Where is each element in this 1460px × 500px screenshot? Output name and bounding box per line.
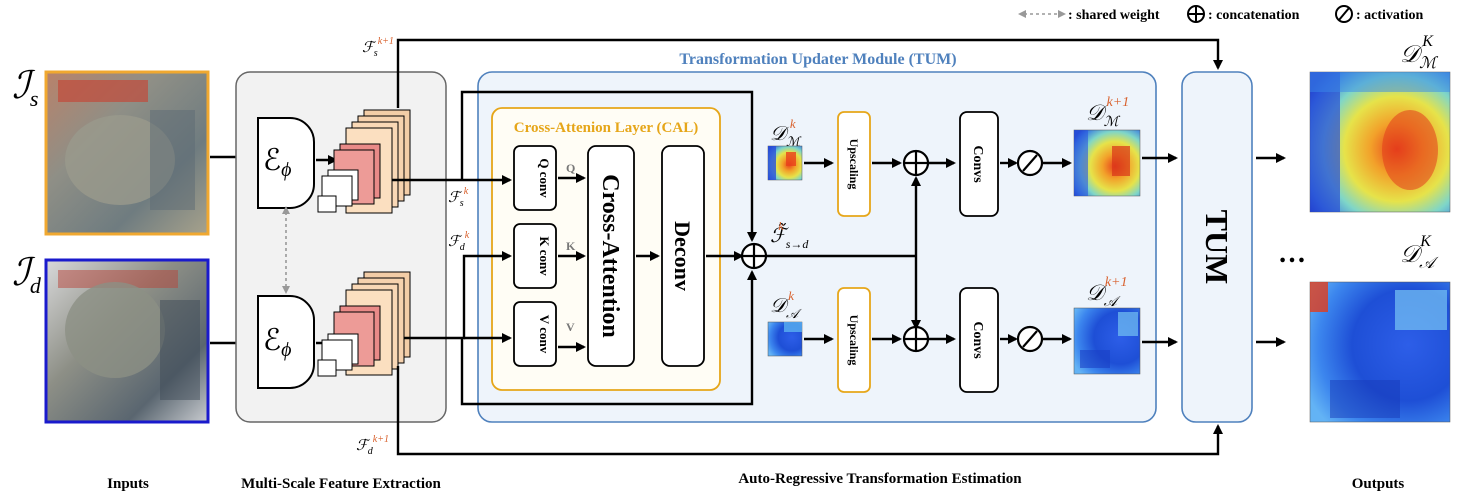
section-inputs: Inputs xyxy=(107,476,149,492)
F-d-k-label: ℱdk xyxy=(448,230,470,253)
convs-label-bottom: Convs xyxy=(970,321,985,359)
feature-pyramid-bottom xyxy=(317,271,411,377)
upscaling-box-top xyxy=(837,111,871,217)
upscaling-label-bottom: Upscaling xyxy=(847,315,861,366)
activation-top xyxy=(1016,149,1044,177)
q-conv-box xyxy=(513,145,557,211)
D-M-k1-heatmap xyxy=(1073,129,1141,197)
k-arrow-label: K xyxy=(566,239,576,253)
convs-box-bottom xyxy=(959,287,999,393)
legend-concatenation: : concatenation xyxy=(1208,8,1300,23)
I-d-symbol: ℐd xyxy=(12,252,42,298)
section-outputs: Outputs xyxy=(1352,476,1405,492)
encoder-bottom-label: ℰϕ xyxy=(263,324,292,361)
v-conv-box xyxy=(513,301,557,367)
v-conv-label: V conv xyxy=(537,315,552,354)
cal-title: Cross-Attenion Layer (CAL) xyxy=(514,120,698,136)
concat-main xyxy=(740,242,768,270)
D-A-k1-label: 𝒟𝒜k+1 xyxy=(1086,275,1127,310)
output-heatmap-A xyxy=(1309,281,1451,423)
feature-pyramid-top xyxy=(317,109,411,214)
activation-legend-icon xyxy=(1335,5,1353,23)
concat-bottom xyxy=(902,325,930,353)
deconv-box xyxy=(661,145,705,367)
tum-block xyxy=(1181,71,1253,423)
upscaling-box-bottom xyxy=(837,287,871,393)
output-heatmap-M xyxy=(1309,71,1451,213)
encoder-bottom: ℰϕ xyxy=(257,295,315,389)
encoder-top-label: ℰϕ xyxy=(263,144,292,181)
convs-label-top: Convs xyxy=(970,145,985,183)
cross-attention-label: Cross-Attention xyxy=(597,174,623,338)
section-estimation: Auto-Regressive Transformation Estimatio… xyxy=(738,471,1022,487)
cross-attention-box xyxy=(587,145,635,367)
tum-title: Transformation Updater Module (TUM) xyxy=(679,51,956,68)
D-A-k-heatmap xyxy=(767,321,803,357)
activation-bottom xyxy=(1016,325,1044,353)
D-A-k-label: 𝒟𝒜k xyxy=(770,288,802,321)
F-s-k-label: ℱsk xyxy=(448,186,469,209)
input-source: ℐs xyxy=(12,65,210,236)
legend: : shared weight : concatenation : activa… xyxy=(1018,5,1423,23)
convs-box-top xyxy=(959,111,999,217)
q-conv-label: Q conv xyxy=(537,158,552,198)
concat-top xyxy=(902,149,930,177)
D-M-k-label: 𝒟ℳk xyxy=(770,116,802,149)
F-d-k1-label: ℱdk+1 xyxy=(356,434,389,457)
D-M-k-heatmap xyxy=(767,145,803,181)
encoder-top: ℰϕ xyxy=(257,117,315,209)
legend-activation: : activation xyxy=(1356,8,1423,23)
deconv-label: Deconv xyxy=(670,221,695,291)
upscaling-label-top: Upscaling xyxy=(847,139,861,190)
input-destination: ℐd xyxy=(12,252,210,424)
tum-block-label: TUM xyxy=(1199,210,1235,285)
legend-shared-weight: : shared weight xyxy=(1068,8,1160,23)
v-arrow-label: V xyxy=(566,320,575,334)
F-tilde-label: ℱ̃s→dk xyxy=(770,219,809,251)
k-conv-label: K conv xyxy=(537,236,552,276)
D-A-k1-heatmap xyxy=(1073,307,1141,375)
ellipsis: … xyxy=(1278,238,1306,269)
D-M-k1-label: 𝒟ℳk+1 xyxy=(1086,95,1129,130)
q-arrow-label: Q xyxy=(566,161,575,175)
D-A-K-label: 𝒟𝒜K xyxy=(1400,233,1439,272)
D-M-K-label: 𝒟ℳK xyxy=(1400,33,1439,72)
concatenation-legend-icon xyxy=(1187,5,1205,23)
section-feature-extraction: Multi-Scale Feature Extraction xyxy=(241,476,441,492)
F-s-k1-label: ℱsk+1 xyxy=(362,36,394,59)
I-s-symbol: ℐs xyxy=(12,65,38,111)
k-conv-box xyxy=(513,223,557,289)
